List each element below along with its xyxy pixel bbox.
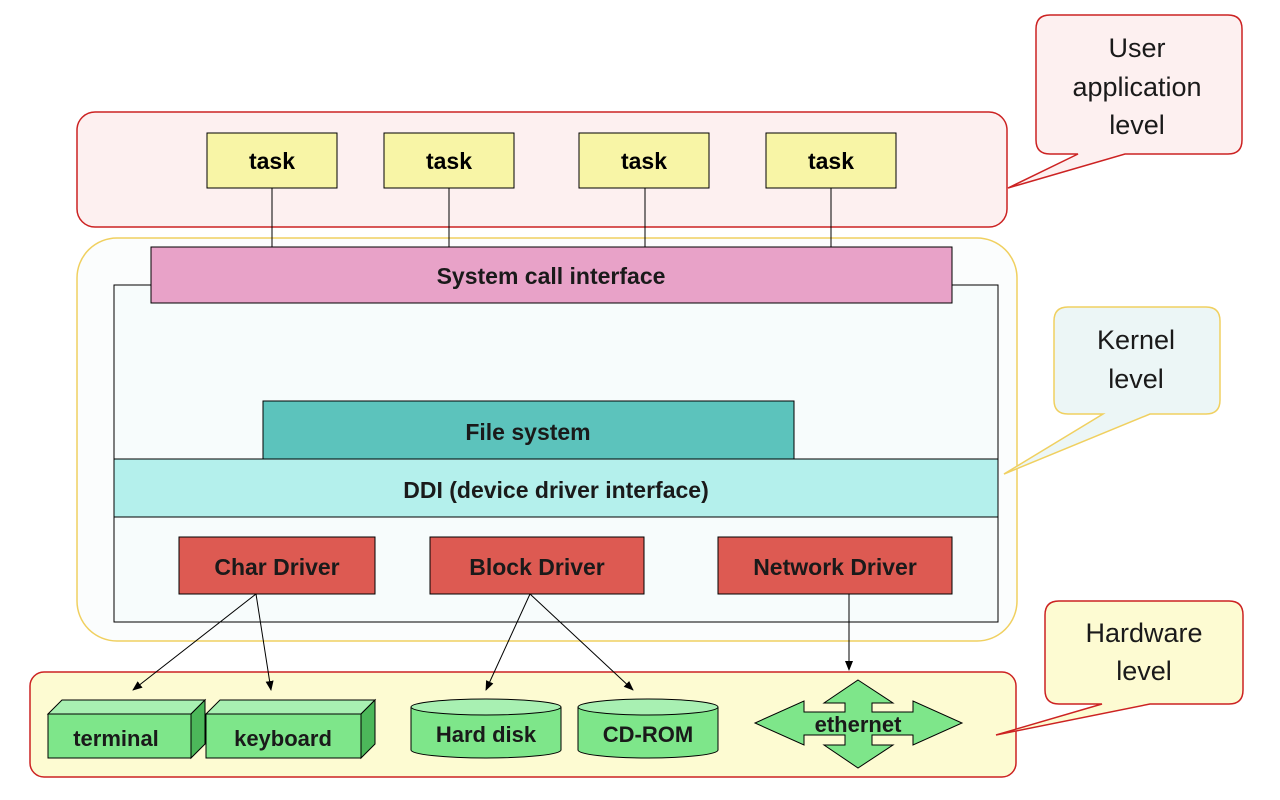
user-level-line3: level xyxy=(1109,110,1165,140)
network-driver-label: Network Driver xyxy=(753,554,917,580)
keyboard-label: keyboard xyxy=(234,726,332,751)
task-label: task xyxy=(808,148,854,174)
task-box: task xyxy=(578,132,710,189)
syscall-interface-box xyxy=(150,246,953,304)
keyboard-device: keyboard xyxy=(204,698,377,760)
task-box: task xyxy=(383,132,515,189)
ddi-label: DDI (device driver interface) xyxy=(403,477,709,503)
task-box: task xyxy=(206,132,338,189)
char-driver-box xyxy=(178,536,376,595)
terminal-label: terminal xyxy=(73,726,159,751)
ethernet-device: ethernet xyxy=(753,679,964,769)
ddi-box xyxy=(113,458,999,518)
block-driver-box xyxy=(429,536,645,595)
task-label: task xyxy=(621,148,667,174)
char-driver-label: Char Driver xyxy=(214,554,339,580)
driver-arrows xyxy=(132,593,853,691)
user-level-line1: User xyxy=(1108,33,1165,63)
harddisk-label: Hard disk xyxy=(436,722,537,747)
filesystem-box xyxy=(262,400,795,460)
task-connectors xyxy=(271,188,832,247)
hardware-level-line2: level xyxy=(1116,656,1172,686)
ethernet-label: ethernet xyxy=(815,712,902,737)
network-driver-box xyxy=(717,536,953,595)
task-label: task xyxy=(426,148,472,174)
cdrom-label: CD-ROM xyxy=(603,722,693,747)
hardware-level-line1: Hardware xyxy=(1085,618,1202,648)
kernel-level-callout: Kernel level xyxy=(1003,306,1221,475)
block-driver-label: Block Driver xyxy=(469,554,605,580)
user-level-line2: application xyxy=(1072,72,1201,102)
task-label: task xyxy=(249,148,295,174)
user-level-callout: User application level xyxy=(1007,14,1243,189)
hardware-level-callout: Hardware level xyxy=(995,600,1244,736)
filesystem-label: File system xyxy=(465,419,590,445)
harddisk-device: Hard disk xyxy=(410,698,562,759)
kernel-level-line2: level xyxy=(1108,364,1164,394)
syscall-interface-label: System call interface xyxy=(437,263,666,289)
terminal-device: terminal xyxy=(46,698,207,760)
cdrom-device: CD-ROM xyxy=(577,698,719,759)
task-box: task xyxy=(765,132,897,189)
kernel-level-line1: Kernel xyxy=(1097,325,1175,355)
